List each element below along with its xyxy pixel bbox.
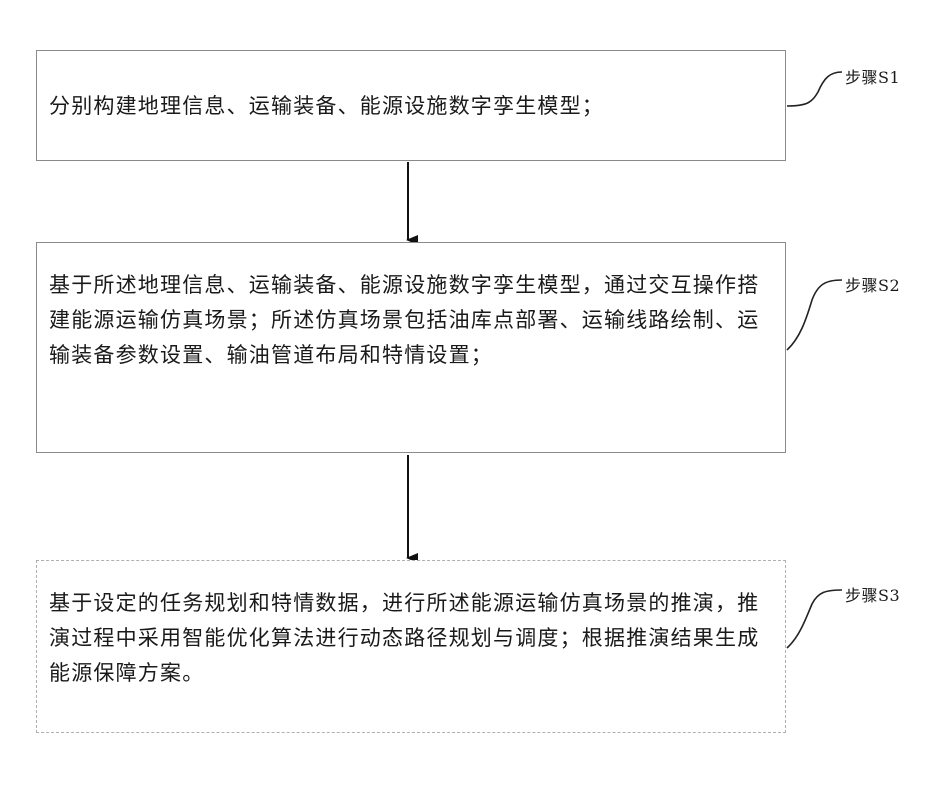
leader-line-s1 xyxy=(787,72,842,106)
step-text-s3: 基于设定的任务规划和特情数据，进行所述能源运输仿真场景的推演，推演过程中采用智能… xyxy=(49,586,767,691)
step-label-s2: 步骤S2 xyxy=(845,272,900,296)
step-text-s1: 分别构建地理信息、运输装备、能源设施数字孪生模型； xyxy=(49,89,767,124)
step-box-s2: 基于所述地理信息、运输装备、能源设施数字孪生模型，通过交互操作搭建能源运输仿真场… xyxy=(36,242,786,453)
leader-line-s2 xyxy=(787,280,842,350)
step-text-s2: 基于所述地理信息、运输装备、能源设施数字孪生模型，通过交互操作搭建能源运输仿真场… xyxy=(49,268,767,373)
leader-line-s3 xyxy=(787,590,842,648)
step-label-s3: 步骤S3 xyxy=(845,582,900,606)
step-box-s1: 分别构建地理信息、运输装备、能源设施数字孪生模型； xyxy=(36,50,786,161)
step-label-s1: 步骤S1 xyxy=(845,64,900,88)
step-box-s3: 基于设定的任务规划和特情数据，进行所述能源运输仿真场景的推演，推演过程中采用智能… xyxy=(36,560,786,733)
